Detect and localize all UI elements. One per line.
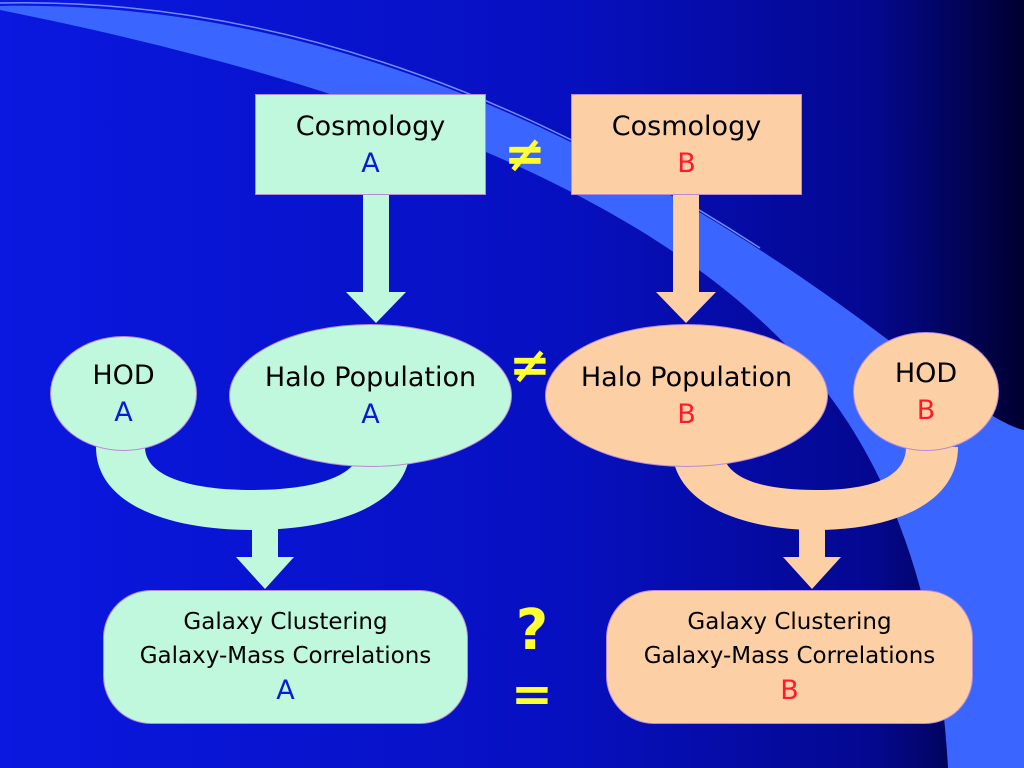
cosmology-a-title: Cosmology [295,110,446,142]
halo-population-b-label: B [677,398,696,430]
galaxy-clustering-a: Galaxy Clustering [183,609,388,635]
halo-population-b-title: Halo Population [580,361,793,393]
cosmology-b-label: B [677,147,696,179]
cosmology-b-box: Cosmology B [571,94,802,195]
cosmology-b-title: Cosmology [611,110,762,142]
left-flow-connectors [96,195,410,589]
galaxy-mass-correlations-b: Galaxy-Mass Correlations [643,643,936,669]
decorative-swoosh [0,5,1024,768]
galaxy-results-a-box: Galaxy Clustering Galaxy-Mass Correlatio… [103,590,468,724]
galaxy-mass-correlations-a: Galaxy-Mass Correlations [139,643,432,669]
right-flow-connectors [656,195,958,589]
hod-a-title: HOD [92,359,155,391]
halo-population-a-label: A [361,398,380,430]
galaxy-clustering-b: Galaxy Clustering [687,609,892,635]
halo-not-equal-symbol: ≠ [509,336,551,394]
hod-a-oval: HOD A [50,336,197,451]
result-equal-symbol: = [511,665,553,723]
result-question-mark: ? [515,598,549,663]
galaxy-results-a-label: A [276,675,295,706]
galaxy-results-b-label: B [780,675,799,706]
cosmology-a-label: A [361,147,380,179]
halo-population-a-title: Halo Population [264,361,477,393]
hod-b-title: HOD [894,357,958,389]
galaxy-results-b-box: Galaxy Clustering Galaxy-Mass Correlatio… [606,590,973,724]
halo-population-a-oval: Halo Population A [229,324,512,467]
halo-population-b-oval: Halo Population B [545,324,828,467]
hod-b-label: B [916,394,936,426]
hod-b-oval: HOD B [853,332,999,451]
cosmology-a-box: Cosmology A [255,94,486,195]
hod-a-label: A [114,396,133,428]
cosmology-not-equal-symbol: ≠ [504,125,546,183]
